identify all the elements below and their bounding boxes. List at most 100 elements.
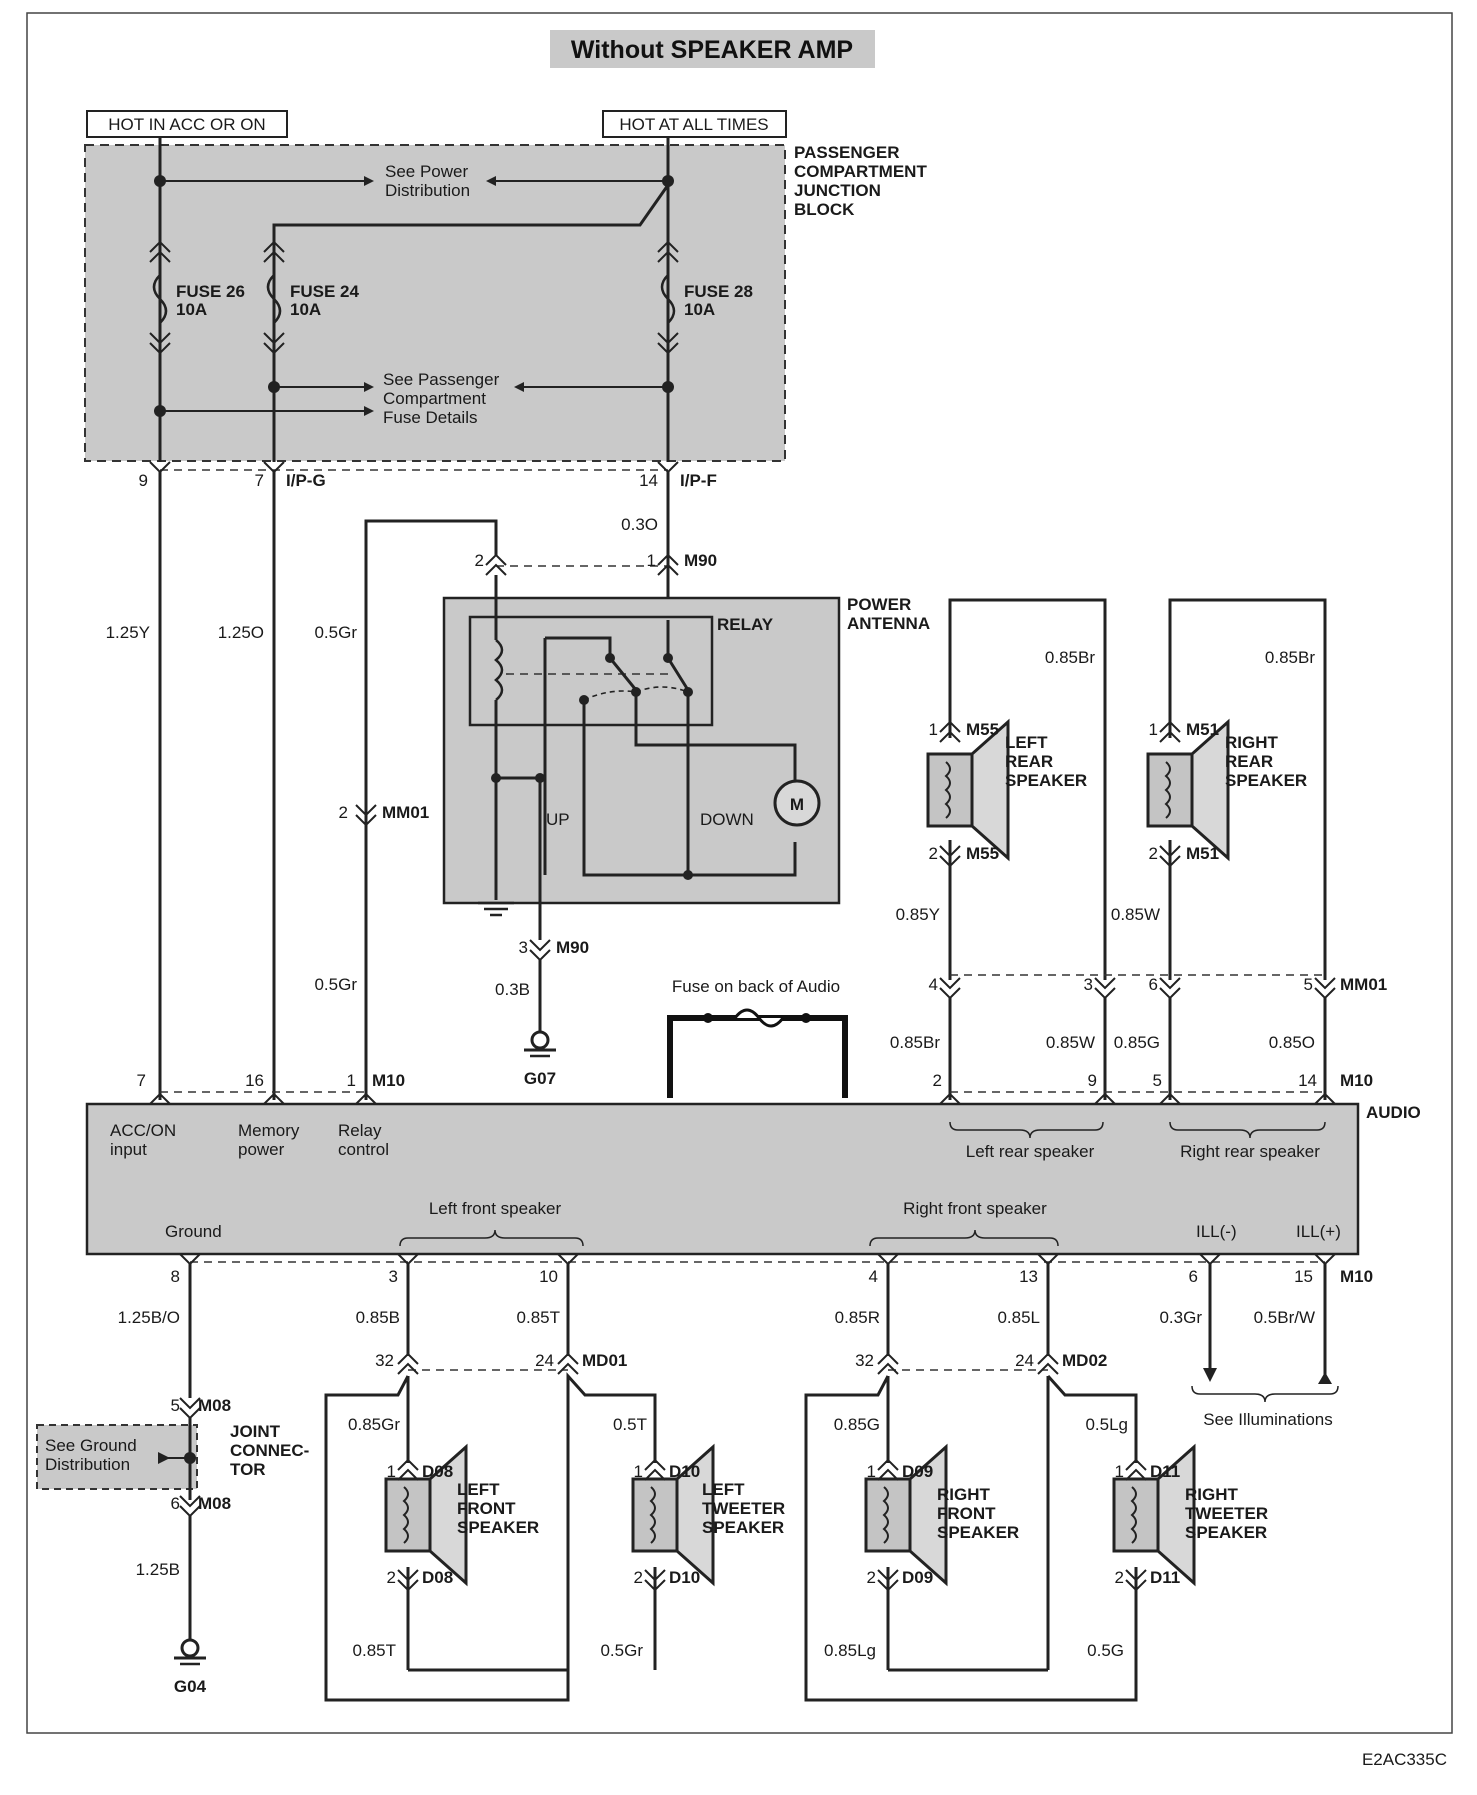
ill-plus-label: ILL(+) — [1296, 1222, 1341, 1241]
lr-speaker-3: SPEAKER — [1005, 771, 1087, 790]
pin-m10-14: 14 — [1298, 1071, 1317, 1090]
wire-085l: 0.85L — [997, 1308, 1040, 1327]
connector-m51-a: M51 — [1186, 720, 1219, 739]
wire-05gr-lower: 0.5Gr — [314, 975, 357, 994]
lt-speaker-2: TWEETER — [702, 1499, 785, 1518]
audio-unit: AUDIO ACC/ON input Memory power Relay co… — [85, 1102, 1421, 1256]
pin-md01-32: 32 — [375, 1351, 394, 1370]
connector-m90-b: M90 — [556, 938, 589, 957]
wire-085r: 0.85R — [835, 1308, 880, 1327]
page-frame — [26, 12, 1453, 1734]
left-front-label: Left front speaker — [429, 1199, 562, 1218]
diagram-code: E2AC335C — [1362, 1750, 1447, 1769]
see-fuse-2: Compartment — [383, 389, 486, 408]
pin-jb-7: 7 — [255, 471, 264, 490]
see-power-1: See Power — [385, 162, 468, 181]
rt-speaker-1: RIGHT — [1185, 1485, 1239, 1504]
pin-d08-2: 2 — [387, 1568, 396, 1587]
connector-d10-b: D10 — [669, 1568, 700, 1587]
fuse28-name: FUSE 28 — [684, 282, 753, 301]
audio-label: AUDIO — [1366, 1103, 1421, 1122]
pin-mm01-3: 3 — [1084, 975, 1093, 994]
ground-g04: G04 — [174, 1677, 207, 1696]
ground-g07: G07 — [524, 1069, 556, 1088]
connector-ipg: I/P-G — [286, 471, 326, 490]
pin-m10-13: 13 — [1019, 1267, 1038, 1286]
wire-05brw: 0.5Br/W — [1254, 1308, 1315, 1327]
connector-m10-a: M10 — [372, 1071, 405, 1090]
pin-m55-2: 2 — [929, 844, 938, 863]
wire-05gr-upper: 0.5Gr — [314, 623, 357, 642]
motor-symbol — [773, 779, 821, 827]
pin-m08-5: 5 — [171, 1396, 180, 1415]
see-ground-1: See Ground — [45, 1436, 137, 1455]
jb-label-1: PASSENGER — [794, 143, 900, 162]
wire-085g-rear: 0.85G — [1114, 1033, 1160, 1052]
fuse26-name: FUSE 26 — [176, 282, 245, 301]
pin-m10-16: 16 — [245, 1071, 264, 1090]
ground-label: Ground — [165, 1222, 222, 1241]
down-label: DOWN — [700, 810, 754, 829]
lr-speaker-2: REAR — [1005, 752, 1053, 771]
jb-label-4: BLOCK — [794, 200, 855, 219]
pin-m08-6: 6 — [171, 1494, 180, 1513]
wire-085y: 0.85Y — [896, 905, 940, 924]
see-ground-2: Distribution — [45, 1455, 130, 1474]
pin-m10-1: 1 — [347, 1071, 356, 1090]
pin-m55-1: 1 — [929, 720, 938, 739]
wire-085g-front: 0.85G — [834, 1415, 880, 1434]
pin-jb-14: 14 — [639, 471, 658, 490]
connector-d09-b: D09 — [902, 1568, 933, 1587]
audio-fuse-note: Fuse on back of Audio — [672, 977, 840, 996]
wire-05gr-front: 0.5Gr — [600, 1641, 643, 1660]
connector-mm01-a: MM01 — [382, 803, 429, 822]
pin-m10-6: 6 — [1189, 1267, 1198, 1286]
connector-m10-b: M10 — [1340, 1071, 1373, 1090]
rr-speaker-3: SPEAKER — [1225, 771, 1307, 790]
title-background — [550, 30, 875, 68]
lt-speaker-3: SPEAKER — [702, 1518, 784, 1537]
wire-125b: 1.25B — [136, 1560, 180, 1579]
connector-d08-a: D08 — [422, 1462, 453, 1481]
wire-03o: 0.3O — [621, 515, 658, 534]
relay-control-1: Relay — [338, 1121, 382, 1140]
pin-d11-2: 2 — [1115, 1568, 1124, 1587]
motor-label: M — [790, 795, 804, 814]
rf-speaker-1: RIGHT — [937, 1485, 991, 1504]
pin-d09-1: 1 — [867, 1462, 876, 1481]
pin-m10-8: 8 — [171, 1267, 180, 1286]
wire-05lg: 0.5Lg — [1085, 1415, 1128, 1434]
lf-speaker-2: FRONT — [457, 1499, 516, 1518]
left-front-group: 0.85Gr 0.5T 1 D08 2 D08 1 D10 2 D10 LEFT… — [324, 1372, 785, 1702]
see-fuse-3: Fuse Details — [383, 408, 477, 427]
pin-d09-2: 2 — [867, 1568, 876, 1587]
pin-m10-9: 9 — [1088, 1071, 1097, 1090]
rr-speaker-1: RIGHT — [1225, 733, 1279, 752]
acc-input-2: input — [110, 1140, 147, 1159]
connector-d11-a: D11 — [1150, 1462, 1180, 1481]
pin-m90-2: 2 — [475, 551, 484, 570]
connector-ipf: I/P-F — [680, 471, 717, 490]
wire-085o: 0.85O — [1269, 1033, 1315, 1052]
connector-m08-b: M08 — [198, 1494, 231, 1513]
connector-md02: MD02 — [1062, 1351, 1107, 1370]
fuse26-rating: 10A — [176, 300, 207, 319]
diagram-title: Without SPEAKER AMP — [571, 36, 853, 64]
wire-085br-lr: 0.85Br — [1045, 648, 1095, 667]
fuse28-rating: 10A — [684, 300, 715, 319]
pin-m10-5: 5 — [1153, 1071, 1162, 1090]
pin-m10-2: 2 — [933, 1071, 942, 1090]
junction-block: PASSENGER COMPARTMENT JUNCTION BLOCK FUS… — [84, 137, 927, 462]
fuse24-rating: 10A — [290, 300, 321, 319]
wire-085br-a: 0.85Br — [890, 1033, 940, 1052]
fuse24-name: FUSE 24 — [290, 282, 360, 301]
connector-d08-b: D08 — [422, 1568, 453, 1587]
jb-label-2: COMPARTMENT — [794, 162, 927, 181]
audio-fuse-wire — [667, 1015, 848, 1098]
connector-md01: MD01 — [582, 1351, 627, 1370]
pin-d11-1: 1 — [1115, 1462, 1124, 1481]
pin-d10-2: 2 — [634, 1568, 643, 1587]
pin-mm01-6: 6 — [1149, 975, 1158, 994]
rf-speaker-2: FRONT — [937, 1504, 996, 1523]
pin-m90-1: 1 — [647, 551, 656, 570]
